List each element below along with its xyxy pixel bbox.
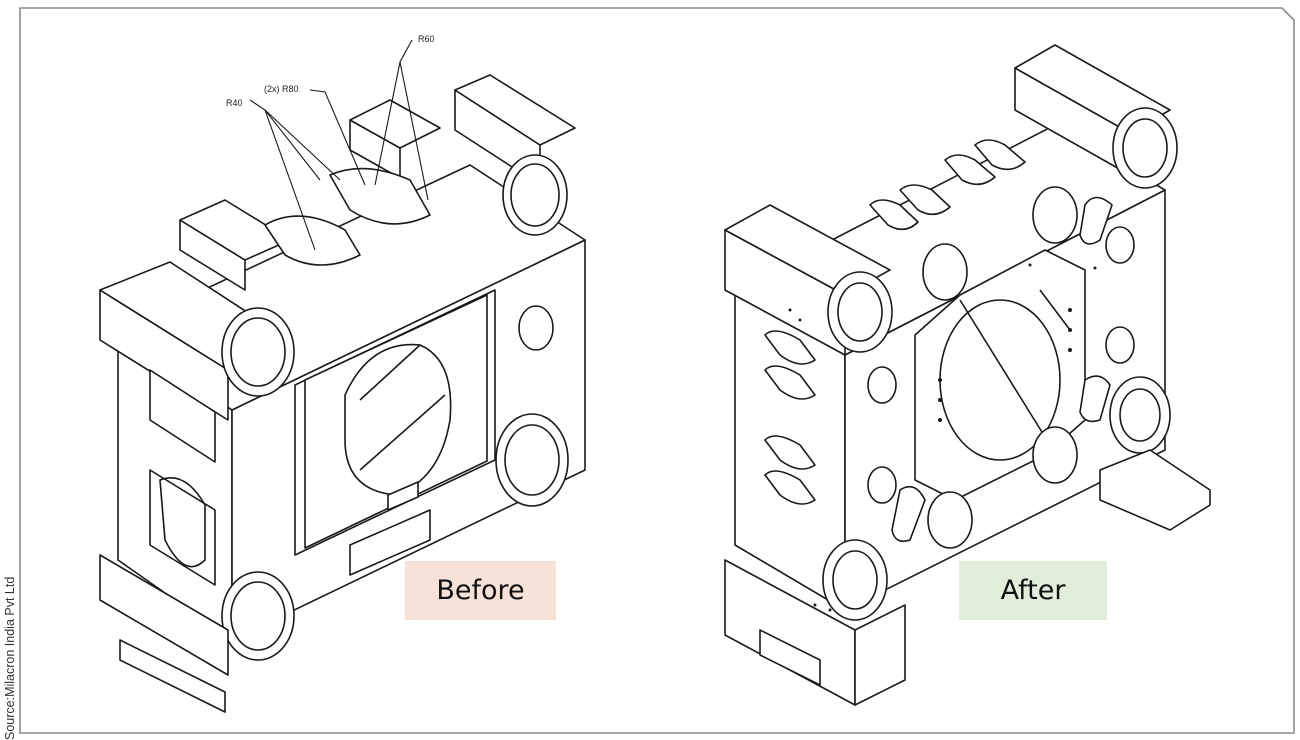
dim-r40-label: R40	[226, 98, 243, 108]
dim-r60-label: R60	[418, 34, 435, 44]
after-label: After	[959, 561, 1107, 620]
source-credit: Source:Milacron India Pvt Ltd	[3, 576, 17, 740]
dim-r80-label: (2x) R80	[264, 84, 299, 94]
before-dimension-leaders	[249, 39, 429, 251]
after-platen-drawing	[724, 44, 1211, 706]
before-platen-drawing	[99, 74, 586, 713]
before-label: Before	[405, 561, 556, 620]
figure-border	[19, 7, 1295, 734]
after-bolt-holes	[788, 263, 1097, 612]
